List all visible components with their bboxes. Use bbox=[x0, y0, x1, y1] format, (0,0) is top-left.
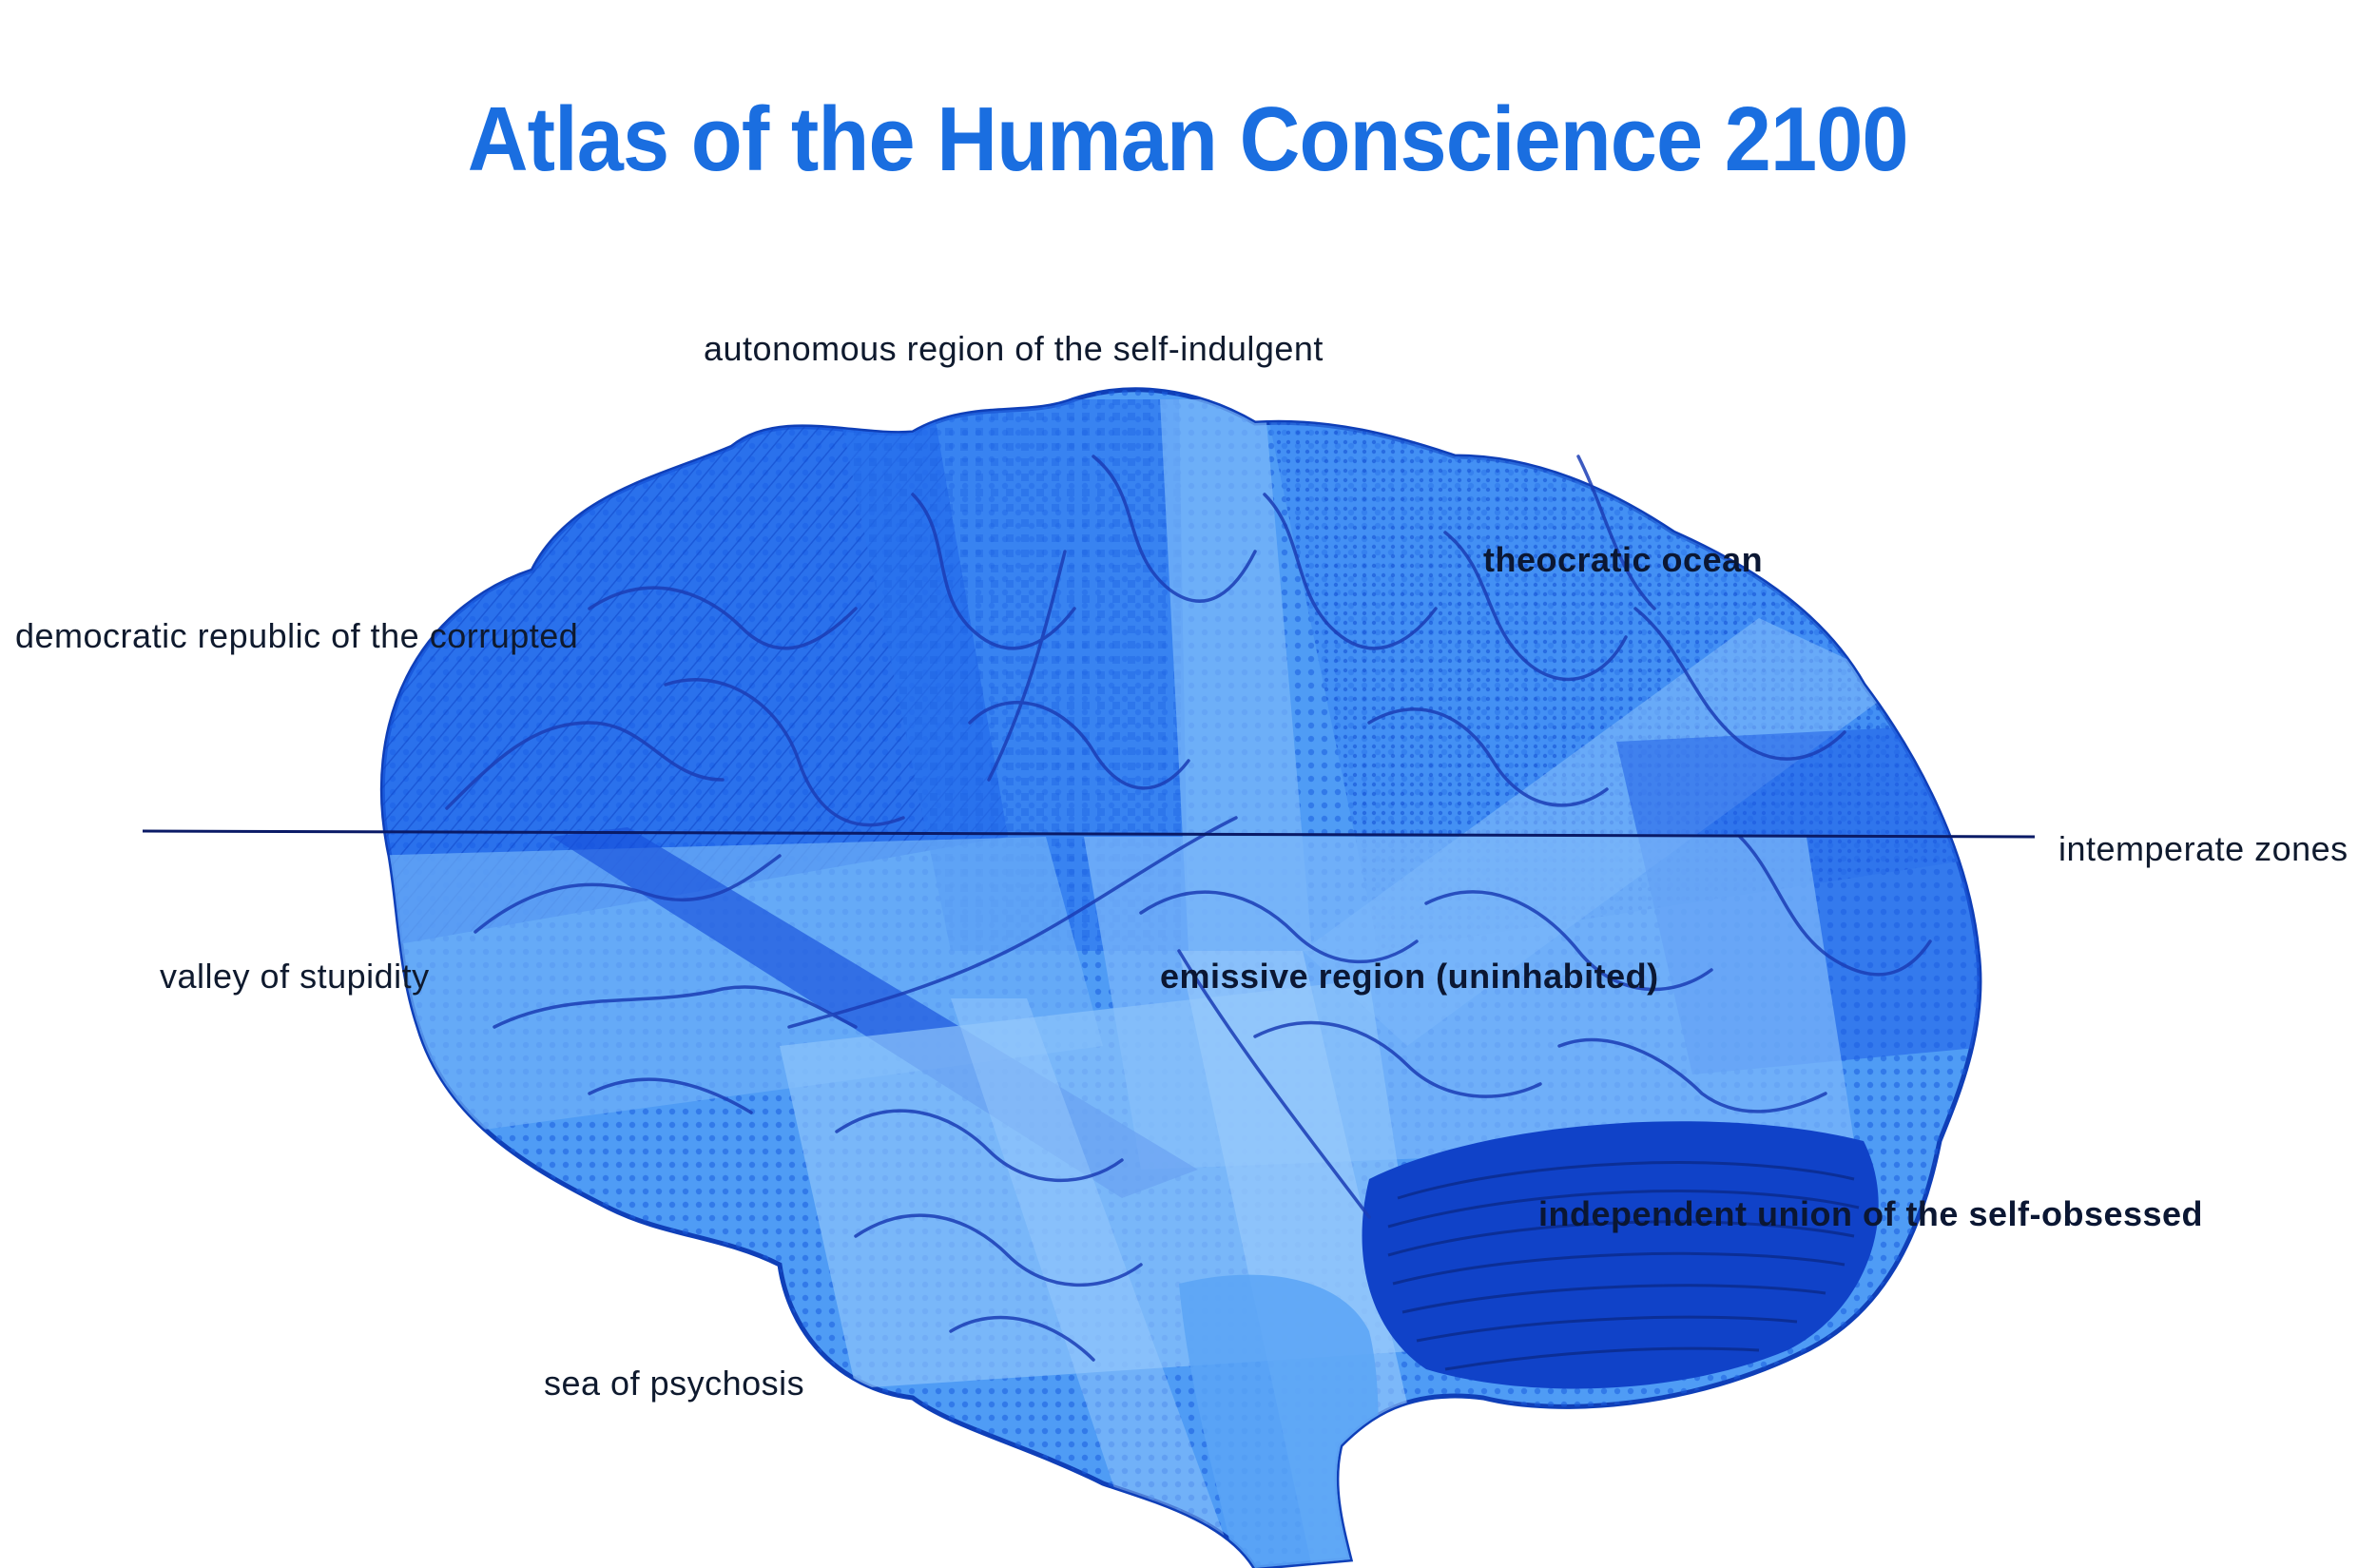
label-emissive-region: emissive region (uninhabited) bbox=[1160, 957, 1659, 996]
label-valley-of-stupidity: valley of stupidity bbox=[160, 957, 430, 996]
gyri-contours bbox=[445, 455, 1932, 1362]
label-self-obsessed: independent union of the self-obsessed bbox=[1538, 1194, 2204, 1233]
label-theocratic-ocean: theocratic ocean bbox=[1483, 540, 1764, 579]
map-title: Atlas of the Human Conscience 2100 bbox=[467, 88, 1909, 190]
label-corrupted: democratic republic of the corrupted bbox=[15, 616, 579, 655]
cerebellum-lines bbox=[1387, 1161, 1860, 1371]
label-intemperate-zones: intemperate zones bbox=[2058, 829, 2348, 868]
label-self-indulgent: autonomous region of the self-indulgent bbox=[704, 329, 1324, 368]
label-sea-of-psychosis: sea of psychosis bbox=[544, 1364, 805, 1403]
equator-line bbox=[142, 829, 2036, 839]
